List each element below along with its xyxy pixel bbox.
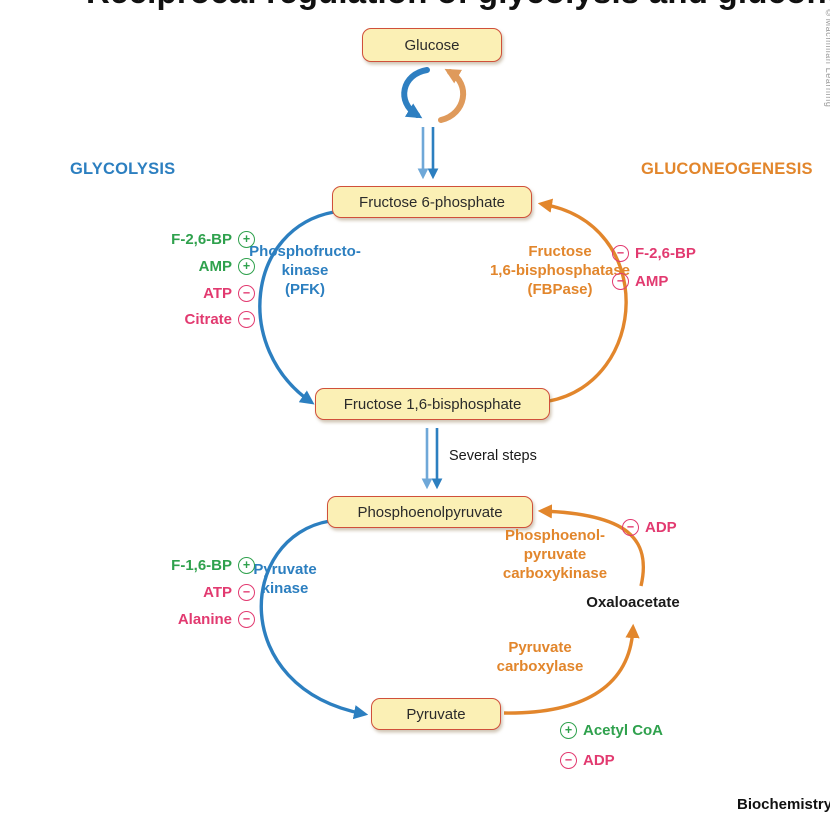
plus-circle-icon: + [238, 258, 255, 275]
page-title: Reciprocal regulation of glycolysis and … [86, 0, 830, 11]
pfk-enzyme-label: Phosphofructo- kinase (PFK) [240, 242, 370, 299]
regulator-label: AMP [198, 258, 232, 275]
regulator-pk-atp: ATP − [90, 584, 255, 601]
regulator-pfk-atp: ATP − [90, 285, 255, 302]
pyruvate-kinase-enzyme-label: Pyruvate kinase [240, 560, 330, 598]
minus-circle-icon: − [612, 273, 629, 290]
regulator-label: Citrate [184, 311, 232, 328]
pyruvate-kinase-line2: kinase [261, 580, 309, 597]
minus-circle-icon: − [622, 519, 639, 536]
regulator-label: F-2,6-BP [171, 231, 232, 248]
pyruvate-carboxylase-line2: carboxylase [496, 658, 584, 675]
fructose-6-phosphate-box: Fructose 6-phosphate [332, 186, 532, 218]
regulator-pk-alanine: Alanine − [90, 611, 255, 628]
pepck-line1: Phosphoenol- [505, 527, 605, 544]
plus-circle-icon: + [560, 722, 577, 739]
plus-circle-icon: + [238, 557, 255, 574]
gluconeogenesis-label: GLUCONEOGENESIS [641, 160, 813, 178]
pfk-line2: kinase [281, 262, 329, 279]
regulator-label: F-1,6-BP [171, 557, 232, 574]
pyruvate-carboxylase-enzyme-label: Pyruvate carboxylase [480, 638, 600, 676]
textbook-credit: Biochemistry [737, 796, 830, 813]
regulator-label: ATP [203, 285, 232, 302]
fbpase-line1: Fructose [528, 243, 592, 260]
pyruvate-kinase-arrow [259, 519, 369, 720]
regulator-pk-f16bp: F-1,6-BP + [90, 557, 255, 574]
several-steps-note: Several steps [449, 448, 537, 464]
regulator-pc-adp: − ADP [560, 752, 615, 769]
regulator-label: ATP [203, 584, 232, 601]
regulator-label: Acetyl CoA [583, 722, 664, 739]
regulator-label: F-2,6-BP [635, 245, 696, 262]
regulator-pepck-adp: − ADP [622, 519, 677, 536]
copyright-watermark: ©Macmillan Learning [824, 8, 830, 108]
pfk-line3: (PFK) [285, 281, 325, 298]
regulator-pfk-f26bp: F-2,6-BP + [90, 231, 255, 248]
fructose-16-bisphosphate-box: Fructose 1,6-bisphosphate [315, 388, 550, 420]
pepck-enzyme-label: Phosphoenol- pyruvate carboxykinase [475, 526, 635, 583]
regulator-label: ADP [583, 752, 615, 769]
glucose-box: Glucose [362, 28, 502, 62]
glucose-cycle-blue-arrow [401, 67, 430, 119]
fbpase-line3: (FBPase) [527, 281, 593, 298]
minus-circle-icon: − [560, 752, 577, 769]
minus-circle-icon: − [238, 584, 255, 601]
pepck-line3: carboxykinase [502, 565, 608, 582]
oxaloacetate-label: Oxaloacetate [586, 594, 680, 611]
phosphoenolpyruvate-box: Phosphoenolpyruvate [327, 496, 533, 528]
regulator-label: AMP [635, 273, 669, 290]
glycolysis-label: GLYCOLYSIS [70, 160, 176, 178]
regulator-label: Alanine [177, 611, 232, 628]
pyruvate-carboxylase-arrow [503, 623, 640, 715]
fbpase-line2: 1,6-bisphosphatase [489, 262, 631, 279]
fbpase-enzyme-label: Fructose 1,6-bisphosphatase (FBPase) [470, 242, 650, 299]
pyruvate-kinase-line1: Pyruvate [253, 561, 317, 578]
regulator-pfk-amp: AMP + [90, 258, 255, 275]
pyruvate-box: Pyruvate [371, 698, 501, 730]
pfk-glycolysis-arrow [258, 210, 335, 405]
minus-circle-icon: − [238, 285, 255, 302]
pyruvate-carboxylase-line1: Pyruvate [508, 639, 572, 656]
regulator-label: ADP [645, 519, 677, 536]
regulator-fbpase-amp: − AMP [612, 273, 668, 290]
glucose-cycle-orange-arrow [438, 68, 467, 123]
pfk-line1: Phosphofructo- [249, 243, 361, 260]
minus-circle-icon: − [238, 611, 255, 628]
plus-circle-icon: + [238, 231, 255, 248]
pepck-line2: pyruvate [523, 546, 587, 563]
regulator-pfk-citrate: Citrate − [90, 311, 255, 328]
fbpase-gluconeogenesis-arrow [537, 198, 628, 403]
minus-circle-icon: − [238, 311, 255, 328]
minus-circle-icon: − [612, 245, 629, 262]
regulator-fbpase-f26bp: − F-2,6-BP [612, 245, 696, 262]
regulator-pc-acetylcoa: + Acetyl CoA [560, 722, 663, 739]
